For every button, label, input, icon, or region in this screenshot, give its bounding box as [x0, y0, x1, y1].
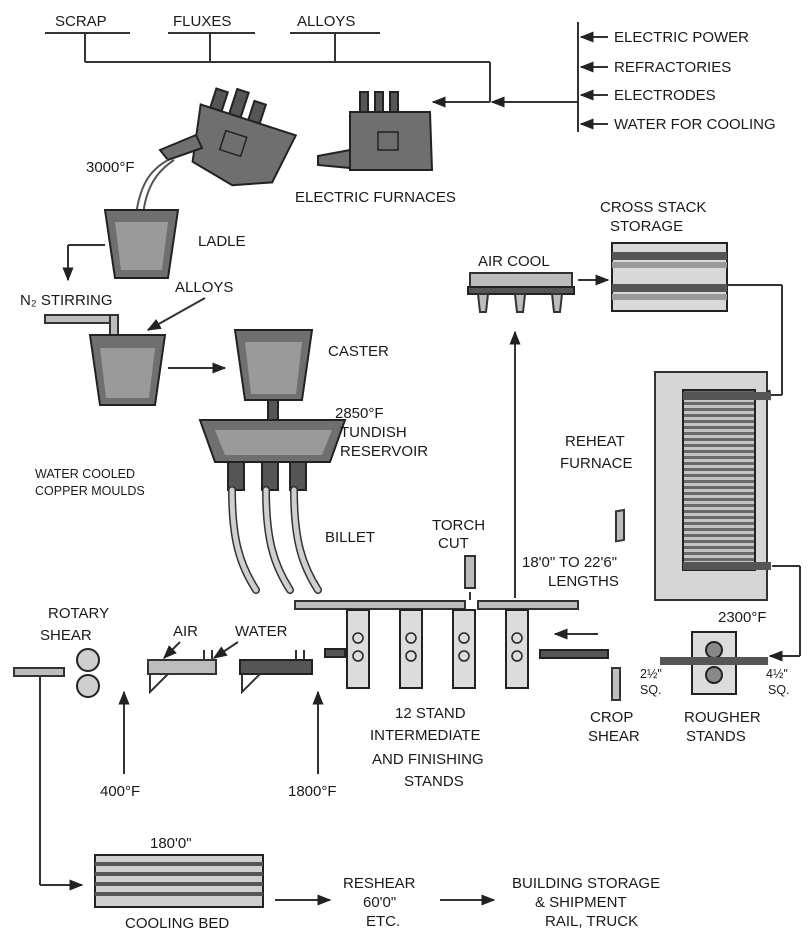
cross-stack-storage: CROSS STACK STORAGE	[600, 199, 783, 401]
stand-1	[346, 609, 370, 689]
shipping-label-3: RAIL, TRUCK	[545, 913, 638, 930]
stands-label-4: STANDS	[404, 773, 464, 790]
n2-stirring-station: N₂ STIRRING ALLOYS	[20, 279, 233, 406]
crop-shear: CROP SHEAR	[539, 508, 640, 745]
rotary-shear: ROTARY SHEAR	[13, 605, 109, 891]
raw-materials: SCRAP FLUXES ALLOYS	[45, 13, 491, 102]
rougher-size-in-unit: SQ.	[768, 683, 790, 697]
stands-label: STANDS	[686, 728, 746, 745]
utility-electrodes: ELECTRODES	[614, 87, 716, 104]
controlled-cooling: AIR WATER 400°F 1800°F	[100, 623, 337, 800]
temp-400: 400°F	[100, 783, 140, 800]
utility-electric-power: ELECTRIC POWER	[614, 29, 749, 46]
reservoir-label: RESERVOIR	[340, 443, 428, 460]
rougher-size-in: 4½"	[766, 667, 788, 681]
cooling-bed-label: COOLING BED	[125, 915, 229, 932]
reshear-shipping: RESHEAR 60'0" ETC. BUILDING STORAGE & SH…	[343, 875, 660, 930]
scrap-label: SCRAP	[55, 13, 107, 30]
n2-stirring-label: N₂ STIRRING	[20, 292, 113, 309]
stand-4	[505, 609, 529, 689]
ladle-label: LADLE	[198, 233, 246, 250]
stirring-alloys-label: ALLOYS	[175, 279, 233, 296]
reheat-label: REHEAT	[565, 433, 625, 450]
utility-refractories: REFRACTORIES	[614, 59, 731, 76]
tundish-temp: 2850°F	[335, 405, 384, 422]
fluxes-label: FLUXES	[173, 13, 231, 30]
lengths-label-1: 18'0" TO 22'6"	[522, 554, 617, 571]
rougher-size-out-unit: SQ.	[640, 683, 662, 697]
tundish-label: TUNDISH	[340, 424, 407, 441]
cooling-bed: 180'0" COOLING BED	[94, 835, 332, 932]
torch-label: TORCH	[432, 517, 485, 534]
cooling-bed-length: 180'0"	[150, 835, 192, 852]
reshear-etc: ETC.	[366, 913, 400, 930]
stands-label-1: 12 STAND	[395, 705, 466, 722]
air-cool: AIR COOL	[467, 253, 610, 313]
finishing-stands: 12 STAND INTERMEDIATE AND FINISHING STAN…	[324, 609, 529, 790]
rotary-label: ROTARY	[48, 605, 109, 622]
stand-3	[452, 609, 476, 689]
rougher-label: ROUGHER	[684, 709, 761, 726]
electric-furnaces: 3000°F ELECTRIC FURNACES	[86, 87, 456, 216]
temp-1800: 1800°F	[288, 783, 337, 800]
tilted-furnace	[191, 87, 298, 187]
rougher-size-out: 2½"	[640, 667, 662, 681]
moulds-label-2: COPPER MOULDS	[35, 484, 145, 498]
moulds-label-1: WATER COOLED	[35, 467, 135, 481]
cut-label: CUT	[438, 535, 469, 552]
shear-label: SHEAR	[588, 728, 640, 745]
caster: CASTER 2850°F TUNDISH RESERVOIR WATER CO…	[35, 329, 428, 594]
utility-water-for-cooling: WATER FOR COOLING	[614, 116, 776, 133]
torch-cut: TORCH CUT 18'0" TO 22'6" LENGTHS	[294, 330, 619, 610]
air-cool-label: AIR COOL	[478, 253, 550, 270]
cross-stack-label-2: STORAGE	[610, 218, 683, 235]
reshear-length: 60'0"	[363, 894, 396, 911]
rougher-stands: 4½" SQ. 2½" SQ. ROUGHER STANDS	[640, 631, 790, 745]
stands-label-3: AND FINISHING	[372, 751, 484, 768]
utilities: ELECTRIC POWER REFRACTORIES ELECTRODES W…	[431, 22, 776, 133]
caster-label: CASTER	[328, 343, 389, 360]
furnace-label: FURNACE	[560, 455, 633, 472]
electric-furnaces-label: ELECTRIC FURNACES	[295, 189, 456, 206]
lengths-label-2: LENGTHS	[548, 573, 619, 590]
water-label: WATER	[235, 623, 288, 640]
shipping-label-2: & SHIPMENT	[535, 894, 627, 911]
shipping-label-1: BUILDING STORAGE	[512, 875, 660, 892]
stands-label-2: INTERMEDIATE	[370, 727, 481, 744]
furnace-temp: 3000°F	[86, 159, 135, 176]
stand-2	[399, 609, 423, 689]
rotary-shear-label: SHEAR	[40, 627, 92, 644]
reheat-furnace: REHEAT FURNACE 2300°F	[560, 371, 801, 662]
ladle: LADLE	[62, 209, 246, 282]
alloys-label: ALLOYS	[297, 13, 355, 30]
reshear-label: RESHEAR	[343, 875, 416, 892]
billet-label: BILLET	[325, 529, 375, 546]
air-label: AIR	[173, 623, 198, 640]
crop-label: CROP	[590, 709, 633, 726]
reheat-temp: 2300°F	[718, 609, 767, 626]
cross-stack-label-1: CROSS STACK	[600, 199, 706, 216]
